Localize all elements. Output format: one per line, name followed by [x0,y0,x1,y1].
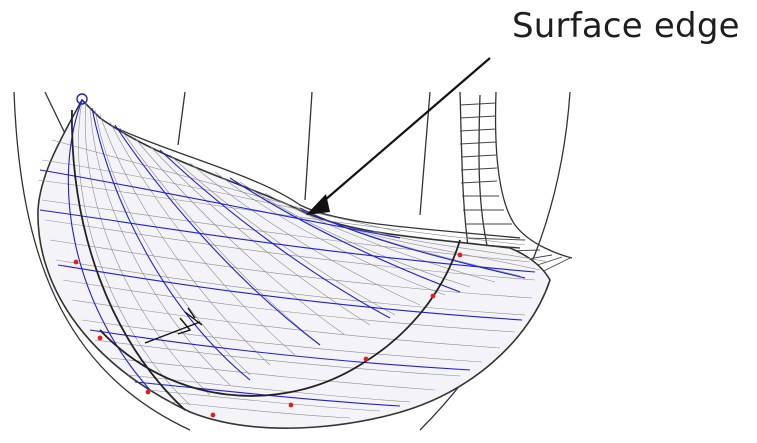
fine-mesh-u [78,99,549,406]
vertex-marker [363,356,369,362]
vertex-markers [73,252,463,418]
mesh-surface-boundary [37,98,551,429]
surface-top-edge [84,111,521,239]
pipe-inner-wall [478,94,489,251]
vertex-marker [97,335,103,341]
vertex-marker [145,389,151,395]
vertex-marker [73,259,79,265]
surface-edge-arrow [306,57,491,215]
vertical-line-3 [304,91,313,201]
vertex-marker [457,252,463,258]
vertex-marker [288,402,294,408]
left-hull-curve [13,91,191,431]
vertical-line-2 [177,91,186,146]
surface-edge-label: Surface edge [512,6,740,46]
surface-curves [71,109,461,411]
pipe-right-wall [494,91,573,259]
manipulator-triad-icon [144,307,203,344]
vertex-marker [210,412,216,418]
vertex-marker [430,293,436,299]
pole-point [76,93,88,105]
bottom-seam-curve [99,239,461,397]
left-seam-curve [71,109,186,411]
